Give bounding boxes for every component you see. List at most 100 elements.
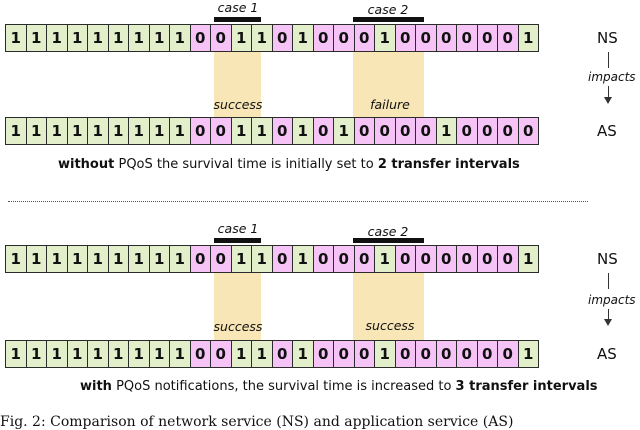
top-ns-bit-15: 0 xyxy=(312,24,334,52)
bottom-ns-bit-11: 1 xyxy=(230,245,252,273)
bottom-ns-label: NS xyxy=(597,250,618,268)
bottom-as-bit-14: 1 xyxy=(292,340,314,368)
top-ns-bit-4: 1 xyxy=(87,24,109,52)
top-ns-bit-1: 1 xyxy=(25,24,47,52)
bottom-ns-bit-17: 0 xyxy=(353,245,375,273)
bottom-as-bit-22: 0 xyxy=(456,340,478,368)
case1-bar xyxy=(214,17,261,22)
top-as-bit-16: 1 xyxy=(333,117,355,145)
bottom-as-bit-21: 0 xyxy=(435,340,457,368)
bottom-as-bit-13: 0 xyxy=(271,340,293,368)
bottom-as-bit-0: 1 xyxy=(5,340,27,368)
bottom-ns-bit-23: 0 xyxy=(476,245,498,273)
top-ns-bit-12: 1 xyxy=(251,24,273,52)
top-as-bit-21: 1 xyxy=(435,117,457,145)
top-as-bit-20: 0 xyxy=(415,117,437,145)
top-status-case1: success xyxy=(213,97,263,112)
top-as-bit-3: 1 xyxy=(66,117,88,145)
top-ns-bit-10: 0 xyxy=(210,24,232,52)
bottom-as-bit-24: 0 xyxy=(497,340,519,368)
top-ns-bit-0: 1 xyxy=(5,24,27,52)
top-ns-bit-19: 0 xyxy=(394,24,416,52)
bottom-impacts-label: impacts xyxy=(587,293,637,307)
bottom-as-bit-7: 1 xyxy=(148,340,170,368)
top-ns-bit-5: 1 xyxy=(107,24,129,52)
case1-label: case 1 xyxy=(217,0,259,15)
case1-highlight xyxy=(214,52,261,118)
bottom-ns-bit-2: 1 xyxy=(46,245,68,273)
bottom-ns-bit-10: 0 xyxy=(210,245,232,273)
top-as-bit-11: 1 xyxy=(230,117,252,145)
bottom-case2-highlight xyxy=(353,273,424,341)
top-ns-bit-18: 1 xyxy=(374,24,396,52)
top-ns-bit-14: 1 xyxy=(292,24,314,52)
bottom-ns-bit-24: 0 xyxy=(497,245,519,273)
top-ns-bit-22: 0 xyxy=(456,24,478,52)
bottom-ns-bit-22: 0 xyxy=(456,245,478,273)
top-impacts-label: impacts xyxy=(587,70,637,84)
figure-caption: Fig. 2: Comparison of network service (N… xyxy=(0,414,514,430)
bottom-ns-bit-0: 1 xyxy=(5,245,27,273)
top-ns-label: NS xyxy=(597,29,618,47)
bottom-ns-bit-19: 0 xyxy=(394,245,416,273)
top-impacts-arrow-icon xyxy=(604,97,612,104)
top-ns-bit-17: 0 xyxy=(353,24,375,52)
top-impacts-line-lower xyxy=(608,86,609,98)
top-as-bit-23: 0 xyxy=(476,117,498,145)
bottom-ns-bit-1: 1 xyxy=(25,245,47,273)
top-caption: without PQoS the survival time is initia… xyxy=(58,157,520,172)
top-ns-bit-2: 1 xyxy=(46,24,68,52)
top-as-bit-19: 0 xyxy=(394,117,416,145)
top-ns-bit-21: 0 xyxy=(435,24,457,52)
bottom-as-bit-18: 1 xyxy=(374,340,396,368)
top-as-bit-10: 0 xyxy=(210,117,232,145)
bottom-ns-bit-3: 1 xyxy=(66,245,88,273)
top-as-bit-7: 1 xyxy=(148,117,170,145)
bottom-as-bit-19: 0 xyxy=(394,340,416,368)
bottom-as-bit-2: 1 xyxy=(46,340,68,368)
bottom-impacts-arrow-icon xyxy=(604,319,612,326)
top-as-bit-17: 0 xyxy=(353,117,375,145)
bottom-caption: with PQoS notifications, the survival ti… xyxy=(80,379,598,394)
top-as-bit-9: 0 xyxy=(189,117,211,145)
bottom-as-bit-8: 1 xyxy=(169,340,191,368)
bottom-ns-bit-21: 0 xyxy=(435,245,457,273)
case2-bar xyxy=(353,17,424,22)
top-impacts-line-upper xyxy=(608,52,609,68)
bottom-as-bit-1: 1 xyxy=(25,340,47,368)
top-caption-text: PQoS the survival time is initially set … xyxy=(114,157,378,172)
top-ns-bit-7: 1 xyxy=(148,24,170,52)
bottom-ns-bit-25: 1 xyxy=(517,245,539,273)
top-ns-bit-16: 0 xyxy=(333,24,355,52)
top-as-bit-4: 1 xyxy=(87,117,109,145)
bottom-as-label: AS xyxy=(597,345,617,363)
bottom-caption-bold2: 3 transfer intervals xyxy=(455,379,598,394)
bottom-case2-label: case 2 xyxy=(367,224,409,239)
bottom-ns-bit-8: 1 xyxy=(169,245,191,273)
bottom-caption-bold1: with xyxy=(80,379,112,394)
bottom-case1-label: case 1 xyxy=(217,221,259,236)
bottom-as-bit-4: 1 xyxy=(87,340,109,368)
bottom-ns-bit-16: 0 xyxy=(333,245,355,273)
top-as-bit-15: 0 xyxy=(312,117,334,145)
top-ns-bit-23: 0 xyxy=(476,24,498,52)
bottom-as-bit-5: 1 xyxy=(107,340,129,368)
top-caption-bold1: without xyxy=(58,157,115,172)
bottom-as-bit-12: 1 xyxy=(251,340,273,368)
bottom-ns-bit-5: 1 xyxy=(107,245,129,273)
top-ns-bit-6: 1 xyxy=(128,24,150,52)
top-as-bit-2: 1 xyxy=(46,117,68,145)
bottom-ns-bit-9: 0 xyxy=(189,245,211,273)
bottom-impacts-line-upper xyxy=(608,273,609,289)
top-as-bit-22: 0 xyxy=(456,117,478,145)
top-status-case2: failure xyxy=(370,97,410,112)
bottom-ns-bit-4: 1 xyxy=(87,245,109,273)
bottom-case1-bar xyxy=(214,238,261,243)
bottom-case2-bar xyxy=(353,238,424,243)
bottom-as-bit-11: 1 xyxy=(230,340,252,368)
bottom-as-bit-20: 0 xyxy=(415,340,437,368)
bottom-as-bit-10: 0 xyxy=(210,340,232,368)
top-ns-bit-20: 0 xyxy=(415,24,437,52)
